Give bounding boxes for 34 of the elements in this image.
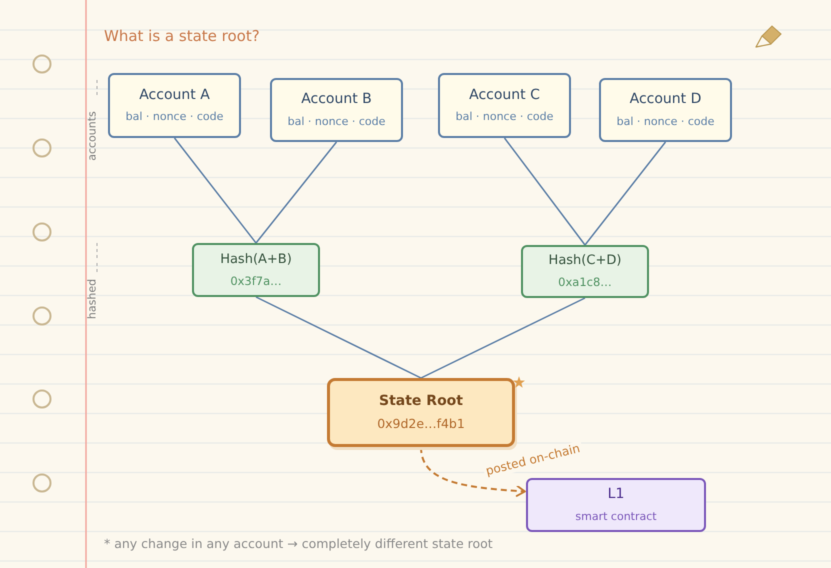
chain-label: L1	[608, 486, 624, 504]
chain-box	[526, 478, 706, 532]
hash-value: 0xa1c8…	[558, 275, 612, 290]
connector-line	[255, 142, 338, 244]
account-name: Account A	[139, 86, 210, 104]
state-root-box	[327, 378, 515, 447]
contract-label: smart contract	[575, 510, 657, 524]
hash-label: Hash(C+D)	[548, 253, 622, 270]
connector-line	[174, 138, 257, 244]
hash-value: 0x3f7a…	[230, 274, 282, 288]
connector-line	[504, 138, 586, 246]
connector-line	[584, 142, 666, 246]
root-label: State Root	[379, 392, 463, 410]
section-label: hashed	[86, 278, 98, 320]
root-hash: 0x9d2e…f4b1	[377, 416, 465, 432]
account-box	[438, 73, 571, 138]
account-box	[108, 73, 241, 138]
section-label: accounts	[86, 111, 98, 161]
hash-label: Hash(A+B)	[220, 252, 292, 268]
field-list: bal · nonce · code	[126, 110, 224, 124]
footnote: * any change in any account → completely different state root	[104, 536, 493, 552]
account-box	[599, 78, 732, 142]
field-list: bal · nonce · code	[288, 114, 386, 129]
connector-line	[420, 297, 586, 379]
hash-box	[192, 243, 320, 297]
account-name: Account C	[469, 86, 540, 104]
account-box	[270, 78, 403, 142]
field-list: bal · nonce · code	[456, 110, 554, 124]
connector-line	[256, 296, 422, 379]
account-name: Account B	[301, 91, 372, 109]
field-list: bal · nonce · code	[616, 114, 714, 129]
title: What is a state root?	[104, 27, 260, 46]
hash-box	[521, 245, 649, 298]
account-name: Account D	[630, 91, 702, 109]
